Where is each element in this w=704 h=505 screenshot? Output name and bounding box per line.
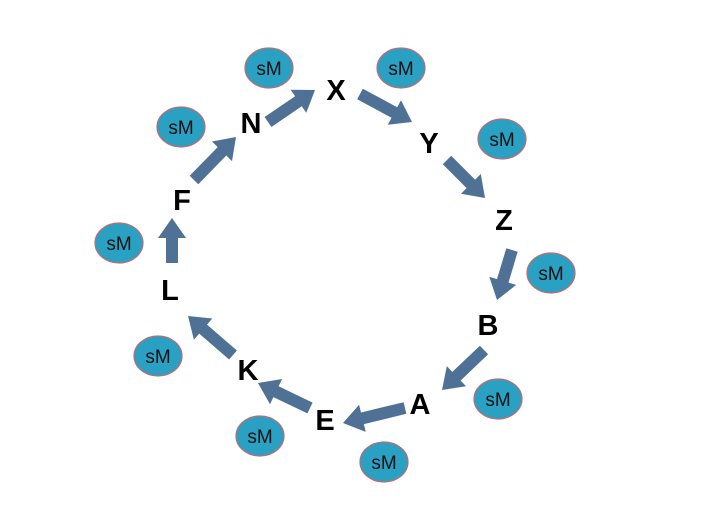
sm-badge-circle (359, 441, 409, 483)
node-label-b: B (478, 310, 499, 342)
sm-badge-label: sM (388, 59, 413, 80)
sm-badge-k: sM (133, 335, 183, 377)
sm-badge-label: sM (106, 234, 131, 255)
arrow-l-to-f (158, 218, 186, 263)
arrow-y-to-z (442, 155, 485, 198)
badges-layer: sM sM sM sM sM sM sM sM sM sM (94, 47, 576, 483)
sm-badge-circle (94, 222, 144, 264)
sm-badge-circle (376, 47, 426, 89)
node-label-x: X (326, 75, 346, 107)
sm-badge-label: sM (489, 130, 514, 151)
sm-badge-circle (477, 118, 527, 160)
node-label-k: K (238, 355, 259, 387)
sm-badge-label: sM (538, 264, 563, 285)
sm-badge-n: sM (244, 47, 294, 89)
sm-badge-label: sM (247, 427, 272, 448)
sm-badge-label: sM (256, 59, 281, 80)
node-label-e: E (315, 405, 334, 437)
node-label-l: L (161, 275, 179, 307)
sm-badge-f: sM (156, 106, 206, 148)
sm-badge-label: sM (168, 118, 193, 139)
node-label-z: Z (495, 205, 513, 237)
sm-badge-circle (133, 335, 183, 377)
arrow-a-to-e (343, 402, 407, 432)
arrow-x-to-y (357, 88, 412, 125)
sm-badge-circle (235, 415, 285, 457)
sm-badge-circle (244, 47, 294, 89)
arrow-b-to-a (442, 345, 489, 390)
sm-badge-label: sM (371, 453, 396, 474)
sm-badge-z: sM (526, 252, 576, 294)
sm-badge-label: sM (485, 390, 510, 411)
arrow-n-to-x (264, 89, 315, 127)
node-label-a: A (410, 389, 431, 421)
sm-badge-a: sM (359, 441, 409, 483)
arrow-z-to-b (489, 248, 518, 300)
arrow-f-to-n (189, 137, 236, 185)
sm-badge-circle (473, 378, 523, 420)
node-label-n: N (241, 108, 262, 140)
sm-badge-b: sM (473, 378, 523, 420)
arrow-k-to-l (188, 316, 237, 360)
arrow-e-to-k (258, 379, 313, 414)
sm-badge-e: sM (235, 415, 285, 457)
arrows-layer (158, 88, 518, 432)
node-label-y: Y (419, 128, 438, 160)
sm-badge-l: sM (94, 222, 144, 264)
sm-badge-x: sM (376, 47, 426, 89)
sm-badge-label: sM (145, 347, 170, 368)
sm-badge-circle (526, 252, 576, 294)
nodes-layer: X Y Z B A E K L F N (161, 75, 513, 437)
node-label-f: F (173, 185, 191, 217)
sm-badge-circle (156, 106, 206, 148)
sm-badge-y: sM (477, 118, 527, 160)
